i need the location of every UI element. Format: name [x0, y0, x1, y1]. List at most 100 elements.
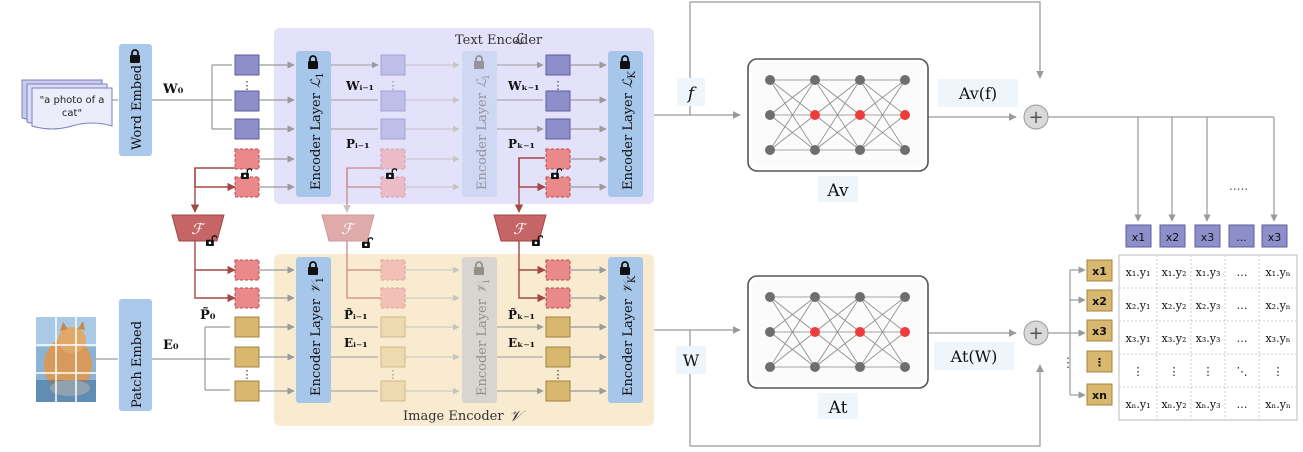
- side-col-token: [1086, 319, 1113, 342]
- matrix-cell: x₁.y₁: [1126, 266, 1151, 279]
- nn-node: [855, 75, 865, 85]
- top-fanout: [1048, 116, 1278, 222]
- nn-edge: [859, 114, 906, 151]
- label-e0: E₀: [163, 338, 179, 353]
- image-tokens-coli: ⋮: [380, 259, 406, 402]
- matrix-cell: x₂.y₃: [1196, 299, 1221, 312]
- nn-edge: [769, 296, 816, 368]
- f-function-k: ℱ: [493, 214, 547, 246]
- label-wi-1: Wᵢ₋₁: [345, 79, 374, 93]
- text-layer1-out: [331, 61, 379, 130]
- nn-node: [765, 145, 775, 155]
- f-output-label: f: [686, 84, 697, 104]
- av-output-label: Av(f): [958, 84, 997, 103]
- nn-node: [900, 292, 910, 302]
- svg-text:⋮: ⋮: [388, 368, 399, 381]
- nn-edge: [769, 79, 816, 151]
- nn-edge: [769, 114, 816, 151]
- label-w0: W₀: [162, 82, 184, 97]
- text-coli-arrows: [405, 61, 460, 191]
- text-encoder-layer-k: Encoder LayerℒK: [608, 51, 643, 197]
- side-fanout: [1048, 266, 1086, 399]
- image-layeri-out: [497, 323, 544, 395]
- nn-edge: [859, 331, 906, 368]
- av-label: Av: [826, 181, 849, 201]
- nn-node: [810, 145, 820, 155]
- svg-text:⋮: ⋮: [242, 368, 253, 381]
- nn-node: [765, 110, 775, 120]
- image-col0-arrows: [259, 266, 295, 395]
- matrix-cell: x₂.yₙ: [1265, 299, 1290, 312]
- nn-edge: [814, 331, 861, 368]
- text-tokens-colk: ⋮: [545, 54, 571, 198]
- nn-node: [855, 327, 865, 337]
- nn-node: [765, 75, 775, 85]
- svg-text:Encoder LayerℒK: Encoder LayerℒK: [621, 71, 638, 190]
- matrix-cell: x₂.y₁: [1126, 299, 1151, 312]
- nn-edge: [814, 296, 861, 368]
- matrix-cell: x₃.y₁: [1126, 332, 1151, 345]
- nn-node: [810, 110, 820, 120]
- svg-text:⋮: ⋮: [553, 79, 564, 92]
- plus-node-bottom: +: [1023, 320, 1049, 346]
- at-label: At: [828, 398, 848, 418]
- matrix-cell: ⋮: [1273, 365, 1284, 378]
- svg-text:⋮: ⋮: [553, 368, 564, 381]
- nn-edge: [859, 79, 906, 116]
- nn-node: [765, 362, 775, 372]
- f-label-1: ℱ: [191, 220, 206, 238]
- nn-edge: [814, 79, 861, 116]
- matrix-cell: ⋮: [1133, 365, 1144, 378]
- nn-node: [900, 145, 910, 155]
- text-prompt-document: "a photo of a cat": [21, 79, 113, 130]
- svg-text:⋮: ⋮: [242, 79, 253, 92]
- word-embed-fanout: [152, 64, 232, 130]
- text-prompt-line-2: cat": [62, 108, 82, 119]
- image-coli-arrows: [405, 266, 460, 395]
- top-row-token: [1125, 224, 1152, 248]
- matrix-cell: ⋮: [1203, 365, 1214, 378]
- nn-edge: [769, 331, 816, 368]
- text-col0-arrows: [259, 61, 295, 191]
- nn-node: [900, 362, 910, 372]
- image-layer1-out: [331, 326, 378, 392]
- side-col-token: [1086, 350, 1113, 373]
- label-pi-1: Pᵢ₋₁: [346, 137, 369, 151]
- matrix-cell: x₁.yₙ: [1265, 266, 1290, 279]
- side-col-token: [1086, 289, 1113, 312]
- av-label-box: [818, 176, 858, 202]
- av-out-box: [938, 79, 1018, 107]
- top-row-token-label: ...: [1236, 231, 1247, 244]
- label-pti-1: P̃ᵢ₋₁: [344, 307, 367, 322]
- svg-text:⋮: ⋮: [388, 79, 399, 92]
- at-network: [747, 275, 929, 389]
- image-colk-arrows: [570, 266, 607, 395]
- nn-node: [855, 292, 865, 302]
- f-label-i: ℱ: [341, 220, 356, 238]
- matrix-cell: x₃.y₂: [1162, 332, 1187, 345]
- at-output-label: At(W): [950, 347, 998, 366]
- f-links-i: [343, 167, 381, 299]
- f-function-1: ℱ: [171, 214, 225, 246]
- av-network: [747, 58, 929, 172]
- top-row-dots: .....: [1229, 179, 1248, 193]
- matrix-cell: …: [1237, 266, 1248, 279]
- text-prompt-line-1: "a photo of a: [40, 95, 105, 106]
- word-embed-block: Word Embed: [119, 44, 152, 156]
- label-wk-1: Wₖ₋₁: [507, 79, 539, 93]
- matrix-cell: x₂.y₂: [1162, 299, 1187, 312]
- top-row-token-label: x2: [1166, 231, 1180, 244]
- image-encoder-layer-k: Encoder Layer𝒱K: [608, 257, 643, 403]
- nn-node: [855, 145, 865, 155]
- output-connectors: [654, 1, 1044, 447]
- side-col-token-label: x3: [1092, 325, 1107, 338]
- text-encoder-title: Text Encoder: [455, 33, 543, 48]
- nn-edge: [814, 114, 861, 151]
- matrix-cell: …: [1237, 398, 1248, 411]
- side-col-token-label: x1: [1092, 265, 1107, 278]
- w-label-box: [676, 346, 706, 374]
- svg-text:+: +: [1028, 323, 1043, 344]
